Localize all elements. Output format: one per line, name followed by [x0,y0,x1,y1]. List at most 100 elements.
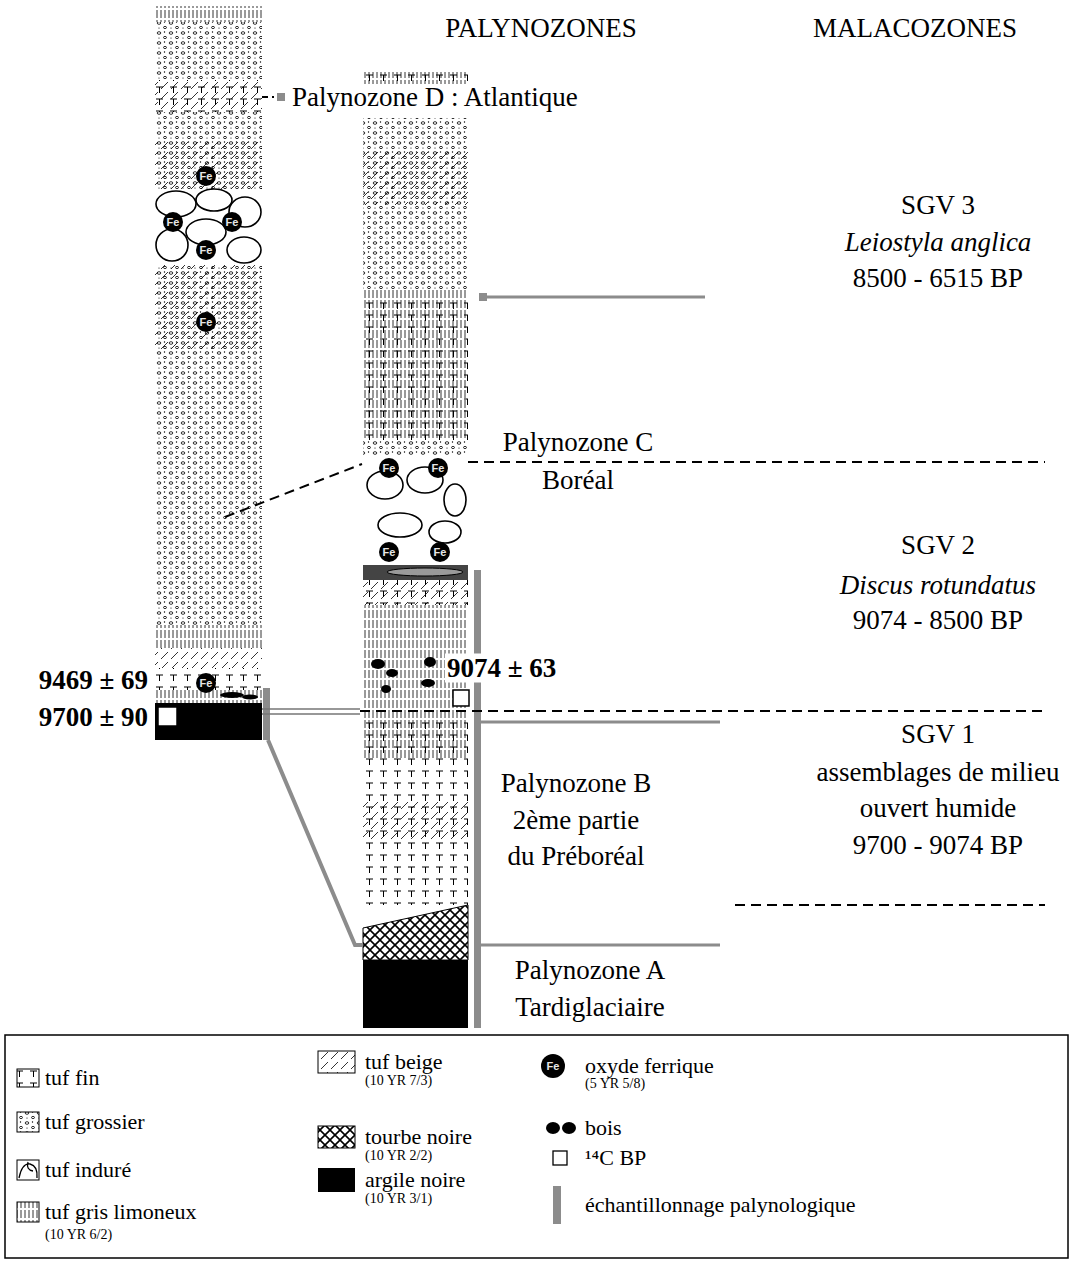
palynozone-boundary [481,721,720,724]
zone-boundary [468,461,1045,463]
tuf-gris-layer [363,72,468,84]
wood-fragment [381,685,391,693]
iron-oxide-symbols [163,166,242,693]
zone-label: assemblages de milieu ouvert humide [808,754,1068,826]
indure-block [429,521,461,543]
tuf-indure-layer [367,467,466,543]
tuf-grossier-layer [155,265,262,350]
correlation-line [225,464,362,517]
iron-oxide-dot [196,166,216,186]
zone-label: Palynozone A [515,957,666,984]
palynozone-boundary [487,296,705,299]
tuf-beige-layer [155,648,262,668]
legend-text: tuf induré [45,1159,131,1181]
radiocarbon-sample [158,707,177,726]
iron-oxide-dot [163,212,183,232]
legend-text: tourbe noire [365,1126,472,1148]
iron-oxide-label: Fe [434,547,447,558]
tuf-beige-layer [155,265,262,350]
tuf-grossier-layer [155,350,262,625]
zone-label: MALACOZONES [813,15,1017,42]
tuf-fin-layer [363,720,468,905]
tuf-grossier-layer [155,22,262,80]
wood-fragments [371,657,436,693]
legend-sample [17,1202,39,1222]
legend-swatch [553,1186,561,1224]
wood-fragment [371,659,385,669]
middle-column [363,72,481,1028]
zone-label: SGV 1 [901,721,975,748]
legend-sample [562,1122,576,1134]
munsell-code: (10 YR 2/2) [365,1149,432,1163]
legend-text: tuf beige [365,1051,443,1073]
munsell-code: (10 YR 6/2) [45,1228,112,1242]
iron-oxide-label: Fe [547,1061,560,1072]
iron-oxide-label: Fe [432,463,445,474]
iron-oxide-label: Fe [200,171,213,182]
indure-block [227,237,261,263]
taxon-label: Discus rotundatus [840,572,1036,599]
correlation-line [262,709,360,714]
indure-block [156,229,188,261]
zone-boundary [735,904,1045,906]
zone-label: Tardiglaciaire [515,994,665,1021]
tuf-gris-layer [155,6,262,22]
legend-text: tuf grossier [45,1111,145,1133]
iron-oxide-dot [379,458,399,478]
taxon-label: Leiostyla anglica [845,229,1032,256]
zone-label: PALYNOZONES [445,15,636,42]
legend-swatch [318,1168,355,1192]
zone-label: SGV 3 [901,192,975,219]
legend-frame [5,1035,1068,1258]
iron-oxide-label: Fe [383,463,396,474]
tuf-beige-layer [155,80,262,112]
tuf-fin-layer [363,580,468,605]
argile-noire-layer [155,703,262,740]
tuf-grossier-layer [363,118,468,290]
legend-sample [546,1122,560,1134]
legend-sample [17,1160,39,1180]
iron-oxide-dot [428,458,448,478]
radiocarbon-date: 9469 ± 69 [37,666,150,695]
iron-oxide-dot [430,542,450,562]
tuf-beige-layer [363,580,468,605]
iron-oxide-dot [196,673,216,693]
tuf-indure-layer [156,189,261,263]
tuf-fin-layer [363,300,468,440]
wood-fragment [424,657,436,667]
tourbe-noire-layer [363,905,468,960]
legend-text: oxyde ferrique [585,1055,714,1077]
sample-marker [479,293,487,301]
zone-label: 8500 - 6515 BP [853,265,1023,292]
wood-fragment [242,695,258,700]
tuf-beige-layer [155,140,262,190]
legend-text: argile noire [365,1169,465,1191]
legend-sample [318,1126,355,1148]
sampling-bar [474,570,481,1028]
legend-text: ¹⁴C BP [585,1147,646,1169]
iron-oxide-label: Fe [383,547,396,558]
tuf-grossier-layer [363,440,468,455]
peat-lens [387,568,463,576]
indure-block [378,513,422,537]
tuf-beige-layer [363,150,468,205]
legend-sample [17,1069,39,1087]
iron-oxide-dot [379,542,399,562]
indure-block [196,189,232,211]
tuf-gris-layer [155,625,262,648]
iron-oxide-label: Fe [167,217,180,228]
munsell-code: (10 YR 3/1) [365,1192,432,1206]
munsell-code: (5 YR 5/8) [585,1077,645,1091]
tuf-fin-layer [155,80,262,112]
legend-text: bois [585,1117,622,1139]
legend-sample [17,1112,39,1132]
correlation-line [268,740,363,945]
legend-sample [541,1054,565,1078]
zone-boundary [360,710,1045,712]
iron-oxide-label: Fe [200,245,213,256]
zone-label: Boréal [542,467,614,494]
zone-label: 9700 - 9074 BP [853,832,1023,859]
iron-oxide-dot [196,240,216,260]
zone-label: Palynozone D : Atlantique [292,84,578,111]
